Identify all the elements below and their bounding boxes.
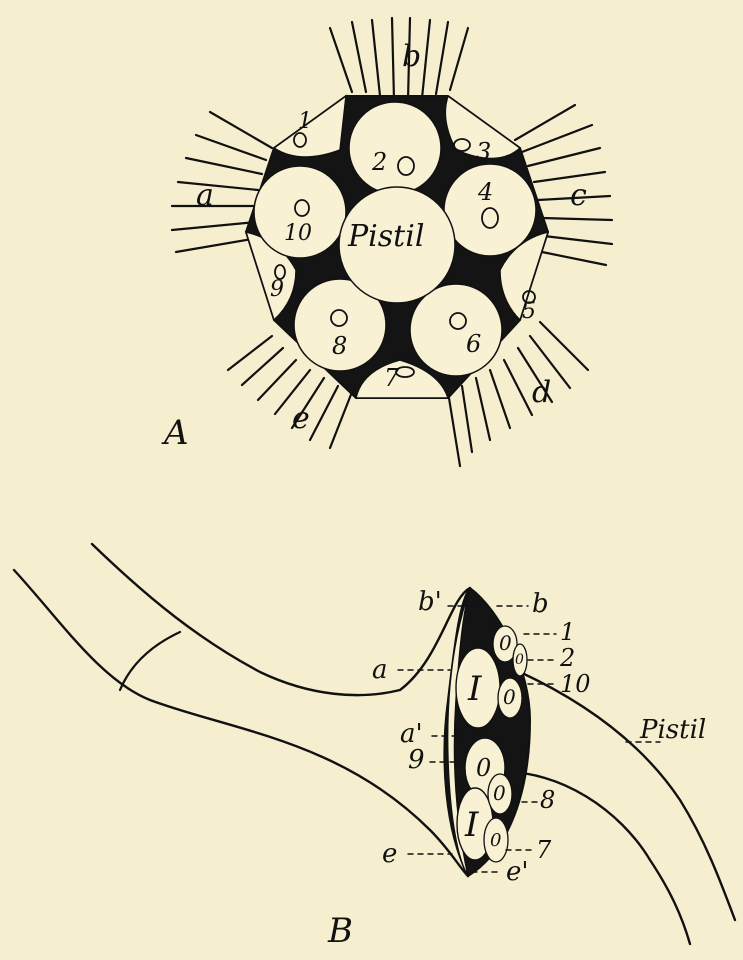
- petal-label-e: e: [292, 401, 310, 436]
- label-e-prime: e': [506, 857, 529, 887]
- anther-number-9: 9: [270, 277, 284, 302]
- roman-mark-lower: I: [464, 805, 479, 845]
- anther-number-8: 8: [332, 332, 347, 360]
- zero-mark-8: 0: [493, 781, 506, 805]
- petal-lines-b: [330, 18, 468, 100]
- stalk-crossline: [120, 632, 180, 690]
- anther-2: [349, 102, 441, 194]
- pistil-label: Pistil: [347, 219, 424, 254]
- figure-a: 1 2 3 4 5 6 7 8 9 10 Pistil a b c d e A: [161, 18, 612, 466]
- label-pistil: Pistil: [639, 715, 706, 745]
- stalk-outline-upper: [92, 544, 470, 695]
- roman-mark-upper: I: [467, 669, 482, 709]
- label-9: 9: [408, 745, 425, 775]
- anther-number-7: 7: [384, 364, 400, 392]
- zero-mark-9: 0: [476, 754, 491, 782]
- anther-number-10: 10: [284, 221, 312, 246]
- zero-mark-2: 0: [515, 652, 524, 668]
- anther-number-4: 4: [477, 178, 493, 206]
- label-b: b: [532, 589, 549, 619]
- label-1: 1: [560, 618, 575, 646]
- label-10: 10: [560, 670, 591, 698]
- label-e: e: [382, 839, 397, 869]
- petal-label-a: a: [196, 178, 214, 213]
- anther-number-6: 6: [466, 330, 481, 358]
- label-8: 8: [540, 786, 555, 814]
- petal-label-c: c: [570, 178, 587, 213]
- label-a: a: [372, 655, 388, 685]
- anther-number-3: 3: [476, 138, 491, 166]
- zero-mark-10: 0: [503, 685, 516, 709]
- label-7: 7: [536, 836, 552, 864]
- label-2: 2: [559, 644, 575, 672]
- anther-number-2: 2: [371, 148, 387, 176]
- petal-label-d: d: [532, 375, 551, 410]
- zero-mark-7: 0: [490, 830, 501, 851]
- anther-number-1: 1: [298, 109, 312, 134]
- label-b-prime: b': [418, 587, 442, 617]
- panel-label-a: A: [161, 413, 189, 453]
- figure-b: I I 0 0 0 0 0 0 0 b' b 1 2 10 a: [14, 544, 735, 951]
- anther-6: [410, 284, 502, 376]
- anther-number-5: 5: [522, 299, 536, 324]
- panel-label-b: B: [327, 911, 353, 951]
- petal-label-b: b: [402, 39, 421, 74]
